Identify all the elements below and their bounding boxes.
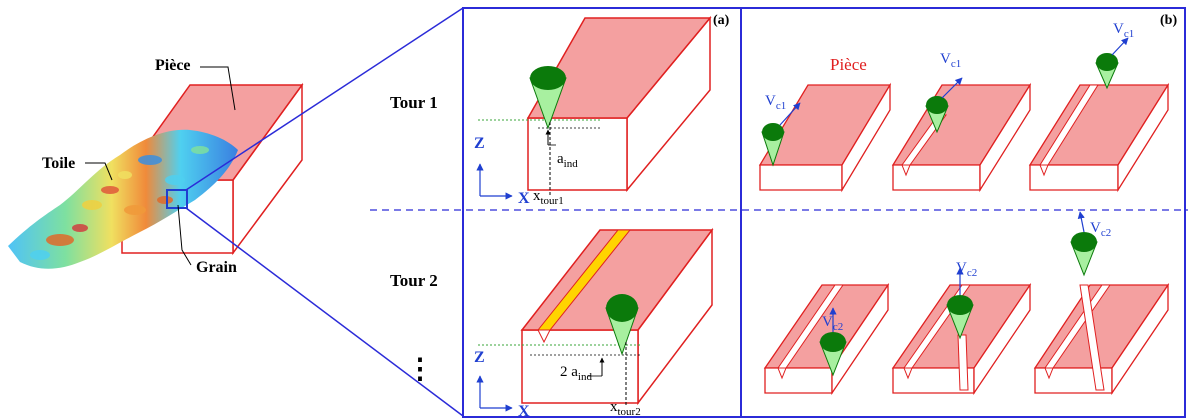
a1-top-face — [526, 17, 712, 119]
b1-vc1-arrow-2 — [941, 77, 963, 99]
b1-vc1-label-2: Vc1 — [940, 51, 961, 70]
a1-tool-cap — [530, 66, 566, 90]
grain-leader — [177, 204, 192, 266]
b2-vc2-arrow-3 — [1077, 211, 1085, 233]
left-piece-label: Pièce — [155, 57, 191, 74]
b2-vc2-label-2: Vc2 — [956, 260, 977, 279]
b1-box2: Vc1 — [891, 51, 1032, 193]
a2-x-label: xtour2 — [610, 399, 641, 418]
panel-a-tour2: 2 aind xtour2 Z X — [474, 227, 714, 419]
panel-a-tag: (a) — [713, 13, 730, 28]
left-grain-label: Grain — [196, 259, 237, 276]
row-label-tour1: Tour 1 — [390, 93, 438, 112]
a2-groove-notch — [537, 329, 551, 344]
a2-tool-cap — [606, 294, 638, 322]
b1-tool2-cap — [926, 96, 948, 114]
b2-box1: Vc2 — [763, 282, 890, 396]
a2-z-label: Z — [474, 349, 485, 366]
ellipsis-vertical: ⋮ — [406, 354, 434, 385]
row-label-tour2: Tour 2 — [390, 271, 438, 290]
toile-leader — [85, 162, 113, 181]
piece-leader — [200, 66, 236, 111]
zoom-line-top — [185, 7, 464, 191]
b2-vc2-label-1: Vc2 — [822, 314, 843, 333]
a1-front-face — [527, 117, 628, 191]
panel-b-piece-label: Pièce — [830, 55, 867, 74]
a1-x-label: xtour1 — [533, 188, 564, 207]
b1-tool3-cap — [1096, 53, 1118, 71]
b2-box3: Vc2 — [1033, 211, 1170, 396]
b2-tool1-cap — [820, 332, 846, 352]
toile-surface — [8, 129, 238, 269]
panel-frames — [370, 7, 1188, 418]
b2-tool2-cap — [947, 295, 973, 315]
b1-box3: Vc1 — [1028, 21, 1170, 193]
zoom-line-bottom — [185, 207, 464, 417]
toile-texture — [30, 146, 209, 260]
a1-x-axis-label: X — [518, 190, 530, 207]
a1-z-label: Z — [474, 135, 485, 152]
panel-a-tour1: aind xtour1 Z X — [474, 15, 712, 207]
b1-tool1-cap — [762, 123, 784, 141]
b1-vc1-arrow-1 — [779, 102, 801, 126]
left-figure: Pièce Toile Grain — [8, 7, 464, 417]
b1-vc1-label-3: Vc1 — [1113, 21, 1134, 40]
b1-vc1-arrow-3 — [1111, 37, 1129, 56]
b1-box1: Vc1 — [758, 82, 892, 193]
b2-tool3-cap — [1071, 232, 1097, 252]
b1-vc1-label-1: Vc1 — [765, 93, 786, 112]
a2-depth-label: 2 aind — [560, 364, 592, 383]
a2-x-axis-label: X — [518, 403, 530, 419]
b2-vc2-label-3: Vc2 — [1090, 220, 1111, 239]
panel-b-tag: (b) — [1160, 13, 1177, 28]
grain-marker — [166, 189, 188, 209]
left-toile-label: Toile — [42, 155, 75, 172]
outer-frame — [462, 7, 1186, 418]
b2-box2: Vc2 — [891, 260, 1032, 396]
a1-depth-label: aind — [557, 151, 578, 170]
